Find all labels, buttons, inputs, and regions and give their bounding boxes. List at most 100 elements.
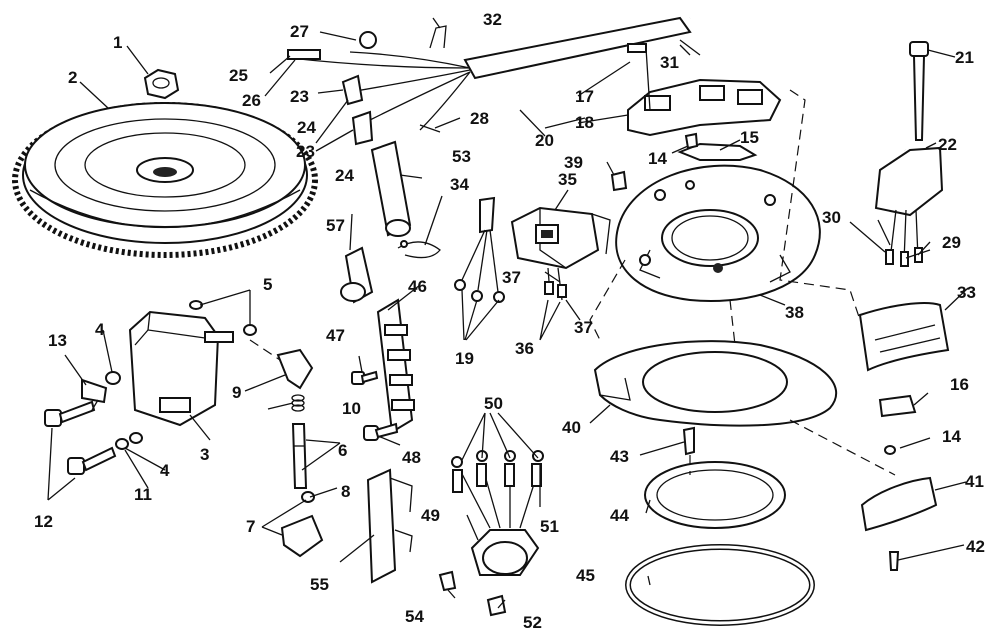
power-pack	[874, 146, 944, 217]
callout-7: 7	[246, 517, 255, 536]
flywheel-nut	[143, 68, 180, 100]
callout-30: 30	[822, 208, 841, 227]
callout-25: 25	[229, 66, 248, 85]
callout-16: 16	[950, 375, 969, 394]
screw	[684, 132, 699, 150]
screw	[909, 41, 929, 141]
harness-wire	[289, 57, 471, 69]
callout-41: 41	[965, 472, 984, 491]
callout-50: 50	[484, 394, 503, 413]
callout-4: 4	[160, 461, 170, 480]
stator-plate	[615, 164, 821, 303]
callout-23: 23	[296, 142, 315, 161]
callout-51: 51	[540, 517, 559, 536]
callout-33: 33	[957, 283, 976, 302]
clip	[878, 394, 917, 418]
timer-base	[627, 43, 782, 137]
callout-26: 26	[242, 91, 261, 110]
ignition-coil	[128, 310, 234, 427]
terminal-block	[376, 298, 415, 434]
screw	[67, 446, 117, 475]
callout-11: 11	[134, 485, 152, 504]
callout-27: 27	[290, 22, 309, 41]
flywheel	[12, 102, 318, 258]
callout-labels: 1 2 3 4 4 5 6 7 8 9 10 11 12 13 14 14 15…	[34, 10, 985, 632]
spring	[301, 491, 315, 503]
callout-17: 17	[575, 87, 594, 106]
callout-29: 29	[942, 233, 961, 252]
callout-3: 3	[200, 445, 209, 464]
callout-44: 44	[610, 506, 629, 525]
callout-46: 46	[408, 277, 427, 296]
screw	[438, 570, 457, 592]
callout-24: 24	[335, 166, 354, 185]
callout-14: 14	[648, 149, 667, 168]
callout-9: 9	[232, 383, 241, 402]
callout-24: 24	[297, 118, 316, 137]
callout-42: 42	[966, 537, 985, 556]
callout-12: 12	[34, 512, 53, 531]
charge-coil	[510, 206, 611, 270]
clip	[429, 25, 447, 49]
callout-19: 19	[455, 349, 474, 368]
callout-20: 20	[535, 131, 554, 150]
ground-bracket	[81, 378, 108, 404]
screw	[486, 594, 507, 617]
callout-8: 8	[341, 482, 350, 501]
terminal-sleeve	[341, 74, 364, 106]
sensor-weight	[860, 476, 938, 532]
callout-32: 32	[483, 10, 502, 29]
ring-terminal	[359, 31, 377, 49]
callout-43: 43	[610, 447, 629, 466]
terminal-rod	[291, 423, 308, 489]
callout-13: 13	[48, 331, 67, 350]
callout-18: 18	[575, 113, 594, 132]
callout-34: 34	[450, 175, 469, 194]
screw	[682, 426, 695, 456]
callout-37: 37	[574, 318, 593, 337]
callout-31: 31	[660, 53, 679, 72]
callout-38: 38	[785, 303, 804, 322]
screw	[44, 400, 96, 427]
retainer	[677, 142, 758, 161]
callout-47: 47	[326, 326, 345, 345]
callout-55: 55	[310, 575, 329, 594]
leader-lines	[47, 17, 969, 609]
spring	[291, 394, 305, 412]
callout-52: 52	[523, 613, 542, 632]
washer	[129, 432, 143, 444]
callout-40: 40	[562, 418, 581, 437]
callout-36: 36	[515, 339, 534, 358]
screw	[351, 370, 379, 385]
callout-39: 39	[564, 153, 583, 172]
callout-4: 4	[95, 320, 105, 339]
callout-22: 22	[938, 135, 957, 154]
callout-23: 23	[290, 87, 309, 106]
callout-45: 45	[576, 566, 595, 585]
rectifier	[451, 450, 544, 576]
wire-terminal	[287, 49, 321, 60]
screw-head	[884, 445, 896, 455]
callout-21: 21	[955, 48, 974, 67]
spark-plug-boot	[276, 348, 314, 390]
screw	[610, 170, 628, 192]
lockwasher	[115, 438, 129, 450]
terminal-sleeve	[351, 110, 374, 146]
washer	[243, 324, 257, 336]
callout-2: 2	[68, 68, 77, 87]
callout-57: 57	[326, 216, 345, 235]
cable-cover	[366, 468, 397, 584]
spark-plug-boot-lower	[280, 514, 324, 558]
harness-sleeve	[463, 16, 692, 80]
callout-14: 14	[942, 427, 961, 446]
callout-35: 35	[558, 170, 577, 189]
callout-37: 37	[502, 268, 521, 287]
callout-6: 6	[338, 441, 347, 460]
washer	[105, 371, 121, 385]
callout-1: 1	[113, 33, 122, 52]
harness-sleeve	[479, 196, 496, 234]
callout-15: 15	[740, 128, 759, 147]
callout-49: 49	[421, 506, 440, 525]
